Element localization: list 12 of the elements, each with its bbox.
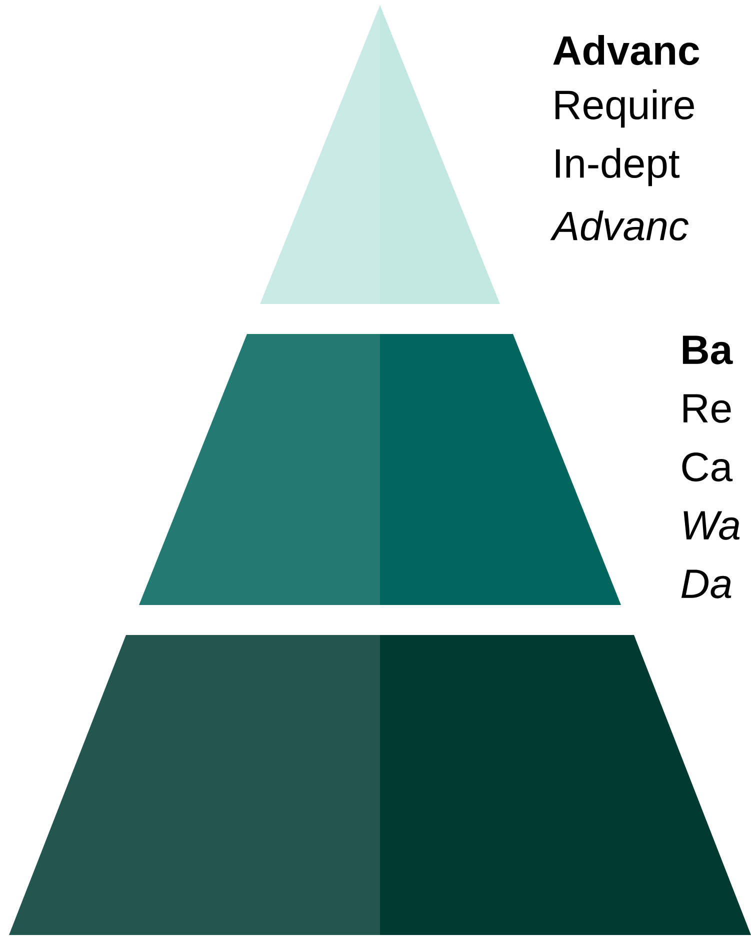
pyramid-tier	[260, 5, 500, 304]
tier-heading: Ba	[682, 336, 733, 364]
tier-text: Require	[556, 89, 694, 128]
tier-note: Da	[681, 570, 732, 598]
pyramid-tier	[139, 334, 621, 605]
tier-note: Advanc	[550, 210, 688, 241]
tier-text: Ca	[682, 452, 733, 482]
tier-heading: Advanc	[553, 34, 700, 66]
tier-note: Wa	[684, 511, 740, 540]
tier-text: Re	[684, 394, 731, 423]
tier-text: In-dept	[556, 148, 680, 186]
pyramid-tier	[9, 635, 751, 935]
